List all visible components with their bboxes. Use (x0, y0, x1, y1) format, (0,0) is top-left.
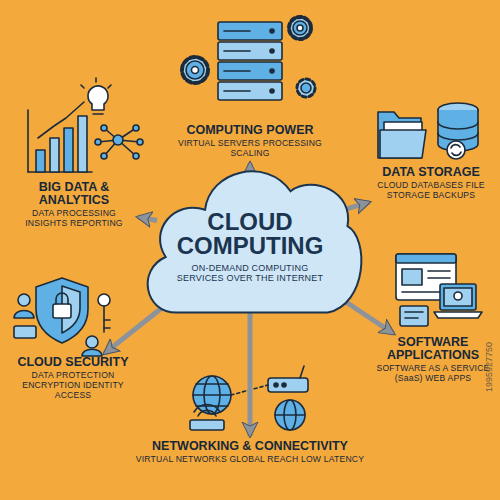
service-node: BIG DATA & ANALYTICSDATA PROCESSING INSI… (14, 181, 134, 229)
node-heading: SOFTWARE APPLICATIONS (372, 336, 494, 362)
node-body: DATA PROTECTION ENCRYPTION IDENTITY ACCE… (8, 371, 138, 401)
node-heading: DATA STORAGE (372, 166, 490, 179)
node-body: CLOUD DATABASES FILE STORAGE BACKUPS (372, 181, 490, 201)
analytics-icon (28, 78, 143, 172)
watermark-number: 1995927750 (484, 342, 494, 392)
service-node: COMPUTING POWER VIRTUAL SERVERS PROCESSIN… (170, 124, 330, 159)
node-body: VIRTUAL NETWORKS GLOBAL REACH LOW LATENC… (130, 455, 370, 465)
node-body: SOFTWARE AS A SERVICE (SaaS) WEB APPS (372, 364, 494, 384)
node-heading: NETWORKING & CONNECTIVITY (130, 440, 370, 453)
node-body: DATA PROCESSING INSIGHTS REPORTING (14, 209, 134, 229)
arrow-connector (138, 217, 157, 221)
storage-icon (378, 103, 478, 159)
node-body: ON-DEMAND COMPUTING SERVICES OVER THE IN… (175, 263, 325, 284)
node-heading: COMPUTING POWER (170, 124, 330, 137)
node-body: VIRTUAL SERVERS PROCESSING SCALING (170, 139, 330, 159)
software-icon (396, 254, 482, 326)
security-icon (14, 278, 110, 356)
node-heading: CLOUD SECURITY (8, 356, 138, 369)
service-node: SOFTWARE APPLICATIONSSOFTWARE AS A SERVI… (372, 336, 494, 384)
node-heading: BIG DATA & ANALYTICS (14, 181, 134, 207)
arrow-connector (248, 305, 253, 436)
arrow-connector (248, 163, 253, 171)
node-heading: CLOUD COMPUTING (175, 210, 325, 258)
service-node: DATA STORAGE CLOUD DATABASES FILE STORAGE… (372, 166, 490, 201)
service-node: NETWORKING & CONNECTIVITY VIRTUAL NETWORK… (130, 440, 370, 465)
service-node: CLOUD SECURITY DATA PROTECTION ENCRYPTION… (8, 356, 138, 401)
cloud-node: CLOUD COMPUTING ON-DEMAND COMPUTING SERVI… (135, 148, 365, 328)
server-icon (182, 17, 315, 100)
